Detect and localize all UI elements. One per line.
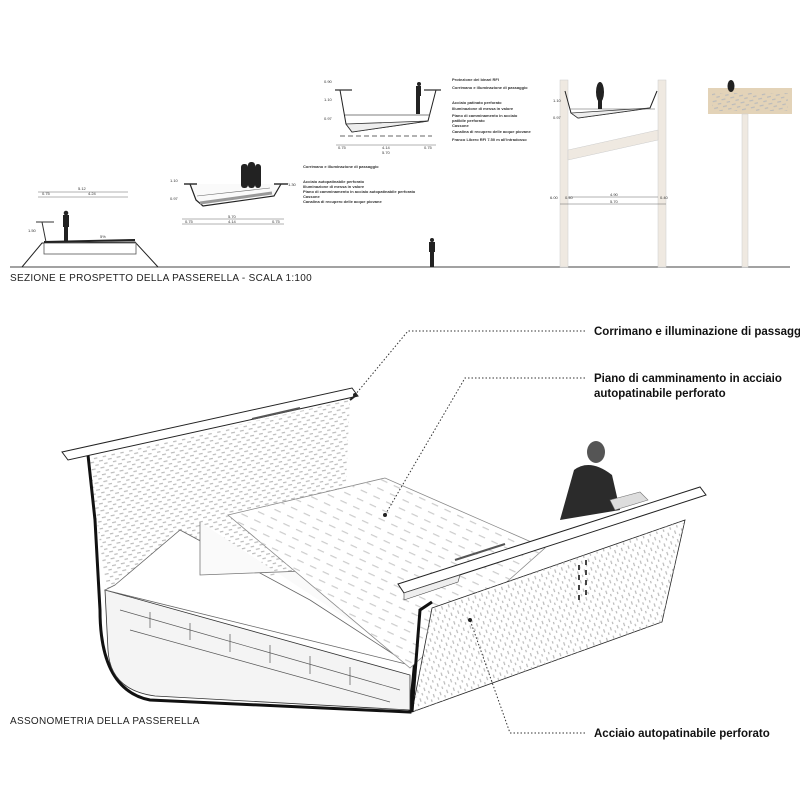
- right-handrail: [397, 486, 707, 594]
- dim: 0.97: [170, 196, 179, 201]
- axonometric-view: Corrimano e illuminazione di passaggio P…: [10, 326, 800, 740]
- perforation-detail: [578, 560, 587, 600]
- elevation-left: 5.12 0.75 4.24 1.50 5%: [21, 186, 159, 268]
- dim: 0.40: [660, 195, 669, 200]
- label: Cassone: [452, 123, 469, 128]
- label: Cassone: [303, 194, 320, 199]
- section-c-pillars: 1.10 0.97 4.90 5.70 6.00 0.40 0.40: [550, 79, 669, 268]
- dim: 1.10: [324, 97, 333, 102]
- people-silhouettes: [241, 162, 261, 188]
- label: Protezione dei binari RFI: [452, 77, 499, 82]
- left-wall-profile: [86, 454, 422, 714]
- section-title: SEZIONE E PROSPETTO DELLA PASSERELLA - S…: [10, 273, 312, 284]
- dim: 1.30: [288, 182, 297, 187]
- label: Illuminazione di messa in valore: [452, 106, 514, 111]
- dim-slope: 5%: [100, 234, 106, 239]
- callout-leaders: [354, 330, 585, 734]
- label: Franco Libero RFI 7.50 m all'intradosso: [452, 137, 527, 142]
- dim: 0.97: [324, 116, 333, 121]
- section-b: 0.90 1.10 0.97 0.75 4.14 0.75 5.70 Prote…: [324, 77, 531, 267]
- person-silhouette: [63, 210, 69, 241]
- dim-left: 0.75: [42, 191, 51, 196]
- section-a: 1.10 0.97 1.30 5.70 0.75 4.14 0.75 Corri…: [170, 162, 416, 225]
- section-b-labels: Protezione dei binari RFI Corrimano e il…: [452, 77, 531, 142]
- person-silhouette: [416, 82, 421, 114]
- dim: 4.90: [610, 192, 619, 197]
- axonometry-title: ASSONOMETRIA DELLA PASSERELLA: [10, 716, 200, 727]
- dim: 1.10: [170, 178, 179, 183]
- facade-view: [708, 80, 792, 268]
- dim: 0.90: [324, 79, 333, 84]
- label: Corrimano e illuminazione di passaggio: [452, 85, 528, 90]
- dim: 5.70: [382, 150, 391, 155]
- dim: 1.10: [553, 98, 562, 103]
- dim: 5.70: [228, 214, 237, 219]
- dim-total: 5.12: [78, 186, 87, 191]
- dim: 0.75: [424, 145, 433, 150]
- person-silhouette: [429, 238, 435, 267]
- section-a-labels: Corrimano e illuminazione di passaggio A…: [303, 164, 416, 204]
- label: Acciaio autopatinabile perforato: [303, 179, 365, 184]
- callout-wall: Acciaio autopatinabile perforato: [594, 728, 770, 740]
- label: Acciaio patinato perforato: [452, 100, 502, 105]
- person-figure: [560, 441, 649, 520]
- label: patibile perforato: [452, 118, 485, 123]
- callout-deck-line2: autopatinabile perforato: [594, 388, 726, 400]
- dim-height: 1.50: [28, 228, 37, 233]
- label: Piano di camminamento in acciaio: [452, 113, 518, 118]
- dim: 6.00: [550, 195, 559, 200]
- label: Piano di camminamento in acciaio autopat…: [303, 189, 416, 194]
- label: Corrimano e illuminazione di passaggio: [303, 164, 379, 169]
- dim: 5.70: [610, 199, 619, 204]
- dim: 0.75: [185, 219, 194, 224]
- dim: 4.14: [382, 145, 391, 150]
- dim: 0.75: [338, 145, 347, 150]
- callout-deck-line1: Piano di camminamento in acciaio: [594, 373, 782, 385]
- dim: 0.40: [565, 195, 574, 200]
- left-handrail: [61, 387, 359, 461]
- callout-handrail: Corrimano e illuminazione di passaggio: [594, 326, 800, 338]
- label: Canalina di recupero delle acque piovane: [452, 129, 531, 134]
- dim: 4.14: [228, 219, 237, 224]
- dim: 0.75: [272, 219, 281, 224]
- box-girder: [104, 589, 411, 711]
- section-drawings: 5.12 0.75 4.24 1.50 5% 1.10 0.97: [10, 77, 792, 284]
- label: Illuminazione di messa in valore: [303, 184, 365, 189]
- dim: 0.97: [553, 115, 562, 120]
- person-silhouette: [596, 82, 604, 109]
- label: Canalina di recupero delle acque piovane: [303, 199, 382, 204]
- dim-right: 4.24: [88, 191, 97, 196]
